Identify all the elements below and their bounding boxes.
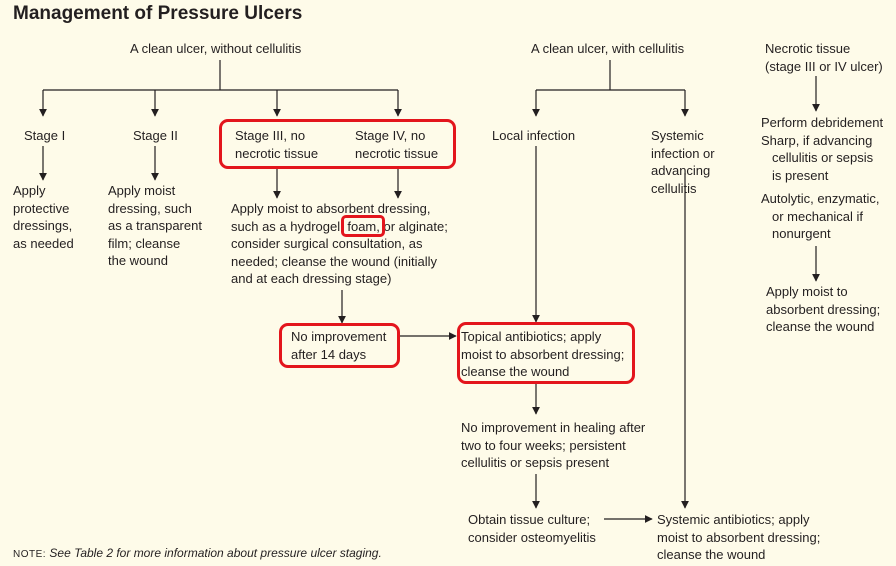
branch-without-cellulitis: A clean ulcer, without cellulitis: [130, 41, 302, 56]
foam-text: foam,: [347, 218, 380, 234]
stage-4-label: Stage IV, no necrotic tissue: [355, 128, 439, 161]
systemic-infection: Systemic infection or advancing cellulit…: [651, 128, 715, 196]
highlight-no-improvement: [279, 323, 400, 368]
local-infection: Local infection: [492, 128, 576, 143]
branch-with-cellulitis: A clean ulcer, with cellulitis: [531, 41, 685, 56]
topical-antibiotics: Topical antibiotics; apply moist to abso…: [461, 329, 625, 379]
debridement: Perform debridement Sharp, if advancing …: [761, 115, 884, 241]
tissue-culture: Obtain tissue culture; consider osteomye…: [468, 512, 596, 545]
footnote: NOTE: See Table 2 for more information a…: [13, 546, 382, 560]
necrotic-dressing: Apply moist to absorbent dressing; clean…: [766, 284, 881, 334]
systemic-antibiotics: Systemic antibiotics; apply moist to abs…: [657, 512, 821, 562]
stage-3-4-treatment: Apply moist to absorbent dressing, such …: [231, 201, 448, 286]
footnote-text: See Table 2 for more information about p…: [49, 546, 382, 560]
highlight-foam: [341, 215, 385, 237]
footnote-label: NOTE:: [13, 549, 47, 560]
highlight-topical-antibiotics: [457, 322, 635, 384]
stage-2-label: Stage II: [133, 128, 178, 143]
no-improvement-healing: No improvement in healing after two to f…: [461, 420, 646, 470]
branch-necrotic-tissue: Necrotic tissue (stage III or IV ulcer): [765, 41, 883, 74]
stage-1-label: Stage I: [24, 128, 66, 143]
highlight-stage-3-4: [219, 119, 456, 169]
stage-1-treatment: Apply protective dressings, as needed: [13, 183, 74, 251]
no-improvement-14-days: No improvement after 14 days: [291, 329, 387, 362]
stage-2-treatment: Apply moist dressing, such as a transpar…: [108, 183, 202, 268]
page-title: Management of Pressure Ulcers: [13, 3, 303, 24]
stage-3-label: Stage III, no necrotic tissue: [235, 128, 319, 161]
